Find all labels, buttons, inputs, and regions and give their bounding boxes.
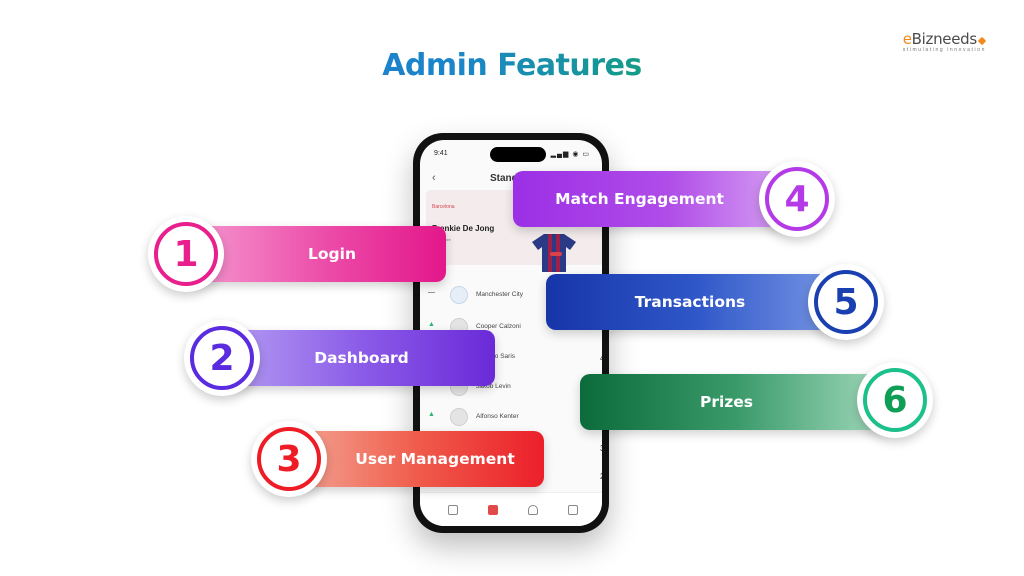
- position-marker: ▲: [428, 411, 435, 418]
- feature-login: Login: [188, 226, 446, 282]
- position-marker: ▲: [428, 321, 435, 328]
- jersey-icon: [532, 234, 576, 272]
- feature-label: Prizes: [699, 393, 754, 411]
- row-value: 3: [600, 444, 602, 453]
- logo-mark-icon: [977, 36, 987, 46]
- feature-number-badge: 5: [808, 264, 884, 340]
- status-time: 9:41: [434, 150, 448, 157]
- feature-number-badge: 2: [184, 320, 260, 396]
- trophy-icon[interactable]: [528, 505, 538, 515]
- row-name: Jakob Levin: [476, 383, 511, 390]
- home-icon[interactable]: [448, 505, 458, 515]
- status-icons: ▂▄▆ ◉ ▭: [550, 151, 590, 158]
- row-value: 2: [600, 472, 602, 481]
- standings-icon[interactable]: [488, 505, 498, 515]
- avatar-icon: [450, 408, 468, 426]
- feature-transactions: Transactions: [546, 274, 846, 330]
- banner-player: Frenkie De Jong: [432, 224, 495, 233]
- feature-label: Login: [308, 245, 356, 263]
- feature-prizes: Prizes: [580, 374, 893, 430]
- tickets-icon[interactable]: [568, 505, 578, 515]
- company-logo: eBizneeds stimulating innovation: [902, 30, 987, 53]
- feature-number-badge: 1: [148, 216, 224, 292]
- feature-label: Match Engagement: [555, 190, 724, 208]
- feature-label: Dashboard: [314, 349, 409, 367]
- page-title: Admin Features: [0, 48, 1024, 83]
- logo-tagline: stimulating innovation: [902, 47, 986, 53]
- position-marker: —: [428, 289, 435, 296]
- list-item[interactable]: ▲ Alfonso Kenter: [428, 408, 598, 428]
- feature-match-engagement: Match Engagement: [513, 171, 796, 227]
- row-name: Manchester City: [476, 291, 523, 298]
- feature-dashboard: Dashboard: [228, 330, 495, 386]
- feature-number-badge: 4: [759, 161, 835, 237]
- row-name: Cooper Calzoni: [476, 323, 521, 330]
- row-name: Ricardo Saris: [476, 353, 516, 360]
- row-value: 4: [600, 354, 602, 363]
- feature-user-management: User Management: [296, 431, 544, 487]
- row-name: Alfonso Kenter: [476, 413, 519, 420]
- list-item[interactable]: — Manchester City: [428, 286, 598, 306]
- banner-club: Barcelona: [432, 204, 455, 210]
- feature-label: Transactions: [634, 293, 746, 311]
- club-badge-icon: [450, 286, 468, 304]
- phone-notch: [490, 147, 546, 162]
- feature-label: User Management: [355, 450, 515, 468]
- feature-number-badge: 3: [251, 421, 327, 497]
- back-icon[interactable]: ‹: [432, 172, 436, 184]
- bottom-nav: [420, 492, 602, 526]
- feature-number-badge: 6: [857, 362, 933, 438]
